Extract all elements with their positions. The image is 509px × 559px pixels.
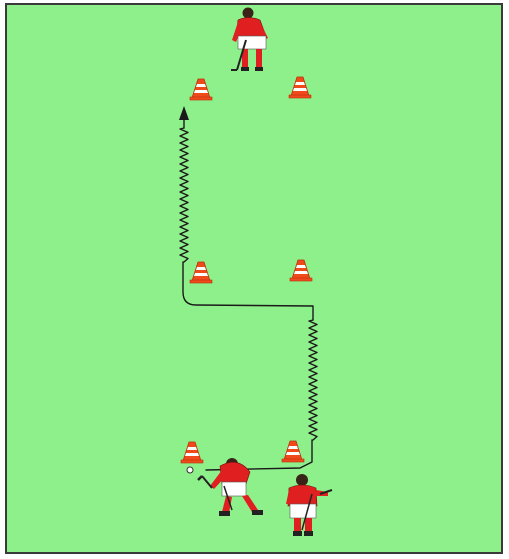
ball	[187, 467, 193, 473]
pitch	[6, 4, 502, 553]
